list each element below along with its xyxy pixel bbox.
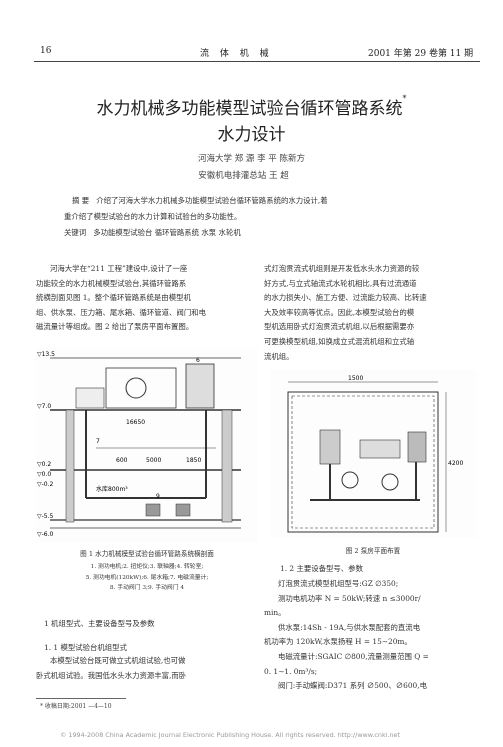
keywords-label: 关键词 [64,228,87,237]
abstract-text-2: 重介绍了模型试验台的水力计算和试验台的多功能性。 [64,212,242,221]
label-7: 7 [96,438,100,445]
right-intro: 式灯泡贯流式机组则是开发低水头水力资源的较 好方式,与立式轴流式水轮机相比,具有… [264,264,427,361]
keywords: 多功能模型试验台 循环管路系统 水泵 水轮机 [93,228,241,237]
figure-1: ▽13.5 ▽7.0 ▽0.2 ▽0.0 ▽-0.2 ▽-5.5 ▽-6.0 1… [36,348,258,542]
label-6: 6 [196,357,200,364]
abstract-label: 摘 要 [72,196,90,205]
authors-line-1: 河海大学 郑 源 李 平 陈新方 [197,154,305,164]
section-1-heading: 1 机组型式、主要设备型号及参数 [44,619,155,628]
header-rule [34,61,480,62]
title-line-2: 水力设计 [217,125,286,145]
page-number: 16 [40,46,52,56]
figure-2: 1500 4200 [270,370,476,538]
tank-label: 水库800m³ [96,485,128,493]
footnote-rule [36,698,126,699]
dim-4200: 4200 [448,460,463,467]
dim-16650: 16650 [126,419,145,426]
parameters: 灯泡贯流式模型机组型号:GZ ∅350; 测功电机功率 N = 50kW;转速 … [264,579,429,691]
figure-2-caption: 图 2 泵房平面布置 [345,547,401,555]
level-0-2: ▽0.2 [37,461,51,468]
figure-1-legend: 1. 测功电机;2. 扭矩仪;3. 联轴器;4. 转轮室; 5. 测功电机(12… [85,564,209,591]
title-line-1: 水力机械多功能模型试验台循环管路系统* [96,94,407,119]
level-13-5: ▽13.5 [37,351,55,358]
dim-1500: 1500 [348,375,363,382]
level-minus-6-0: ▽-6.0 [37,531,54,538]
level-minus-5-5: ▽-5.5 [37,513,54,520]
label-9: 9 [156,493,160,500]
authors-line-2: 安徽机电排灌总站 王 超 [198,171,289,181]
abstract: 摘 要 介绍了河海大学水力机械多功能模型试验台循环管路系统的水力设计,着 重介绍… [64,193,452,241]
footnote: * 收稿日期:2001 —4—10 [40,703,112,710]
section-1-2-heading: 1. 2 主要设备型号、参数 [280,564,363,573]
figure-1-drawing: ▽13.5 ▽7.0 ▽0.2 ▽0.0 ▽-0.2 ▽-5.5 ▽-6.0 1… [36,348,258,542]
level-7-0: ▽7.0 [37,403,51,410]
level-0-0: ▽0.0 [37,471,51,478]
journal-name: 流 体 机 械 [200,49,273,59]
figure-2-drawing: 1500 4200 [270,370,476,538]
figure-1-caption: 图 1 水力机械模型试验台循环管路系统横剖面 [80,550,214,558]
dim-5000: 5000 [146,457,161,464]
left-intro: 河海大学在“211 工程”建设中,设计了一座 功能较全的水力机械模型试验台,其循… [36,264,206,332]
issue-info: 2001 年第 29 卷第 11 期 [368,49,474,59]
dim-600: 600 [116,457,128,464]
level-minus-0-2: ▽-0.2 [37,481,54,488]
section-1-1-heading: 1. 1 模型试验台机组型式 [44,643,127,652]
abstract-text-1: 介绍了河海大学水力机械多功能模型试验台循环管路系统的水力设计,着 [96,196,328,205]
dim-1850: 1850 [186,457,201,464]
copyright: © 1994-2008 China Academic Journal Elect… [60,731,400,739]
left-section-text: 本模型试验台既可做立式机组试验,也可做 卧式机组试验。我国低水头水力资源丰富,而… [36,656,187,680]
